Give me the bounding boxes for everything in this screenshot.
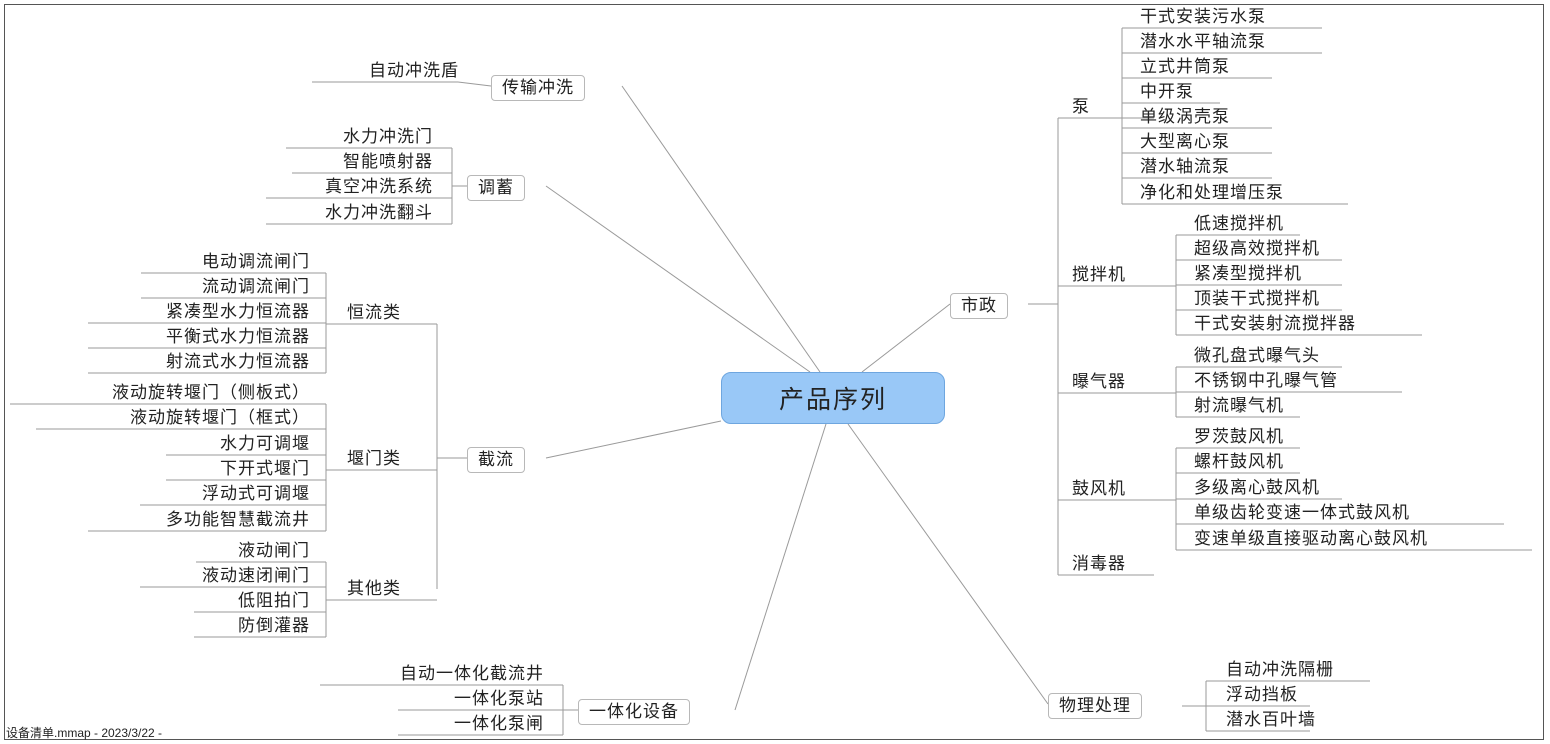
topic-municipal[interactable]: 市政 xyxy=(950,293,1008,319)
leaf-item[interactable]: 螺杆鼓风机 xyxy=(1194,452,1284,472)
leaf-item[interactable]: 净化和处理增压泵 xyxy=(1140,183,1284,203)
leaf-item[interactable]: 变速单级直接驱动离心鼓风机 xyxy=(1194,529,1428,549)
subtopic-aerator[interactable]: 曝气器 xyxy=(1072,372,1126,392)
leaf-item[interactable]: 潜水轴流泵 xyxy=(1140,157,1230,177)
leaf-item[interactable]: 单级齿轮变速一体式鼓风机 xyxy=(1194,503,1410,523)
topic-physical-treatment[interactable]: 物理处理 xyxy=(1048,693,1142,719)
leaf-item[interactable]: 自动冲洗隔栅 xyxy=(1226,660,1334,680)
leaf-item[interactable]: 立式井筒泵 xyxy=(1140,57,1230,77)
subtopic-disinfector[interactable]: 消毒器 xyxy=(1072,554,1126,574)
leaf-item[interactable]: 干式安装污水泵 xyxy=(1140,7,1266,27)
leaf-item[interactable]: 真空冲洗系统 xyxy=(325,177,433,197)
connector-line xyxy=(545,420,722,459)
connector-line xyxy=(734,423,827,711)
leaf-item[interactable]: 顶装干式搅拌机 xyxy=(1194,289,1320,309)
leaf-item[interactable]: 防倒灌器 xyxy=(238,616,310,636)
leaf-item[interactable]: 低阻拍门 xyxy=(238,591,310,611)
canvas-frame xyxy=(4,4,1544,740)
leaf-item[interactable]: 紧凑型搅拌机 xyxy=(1194,264,1302,284)
leaf-item[interactable]: 浮动挡板 xyxy=(1226,685,1298,705)
footer-file-info: 设备清单.mmap - 2023/3/22 - xyxy=(6,726,163,740)
leaf-item[interactable]: 潜水百叶墙 xyxy=(1226,710,1316,730)
leaf-item[interactable]: 射流式水力恒流器 xyxy=(166,352,310,372)
leaf-item[interactable]: 潜水水平轴流泵 xyxy=(1140,32,1266,52)
leaf-item[interactable]: 多功能智慧截流井 xyxy=(166,510,310,530)
leaf-item[interactable]: 多级离心鼓风机 xyxy=(1194,478,1320,498)
subtopic-weir-gate[interactable]: 堰门类 xyxy=(347,449,401,469)
leaf-item[interactable]: 液动速闭闸门 xyxy=(202,566,310,586)
leaf-item[interactable]: 液动旋转堰门（侧板式） xyxy=(112,383,310,403)
leaf-item[interactable]: 射流曝气机 xyxy=(1194,396,1284,416)
leaf-item[interactable]: 干式安装射流搅拌器 xyxy=(1194,314,1356,334)
connector-line xyxy=(847,423,1049,705)
leaf-item[interactable]: 液动闸门 xyxy=(238,541,310,561)
subtopic-blower[interactable]: 鼓风机 xyxy=(1072,479,1126,499)
leaf-item[interactable]: 自动冲洗盾 xyxy=(369,61,459,81)
root-node[interactable]: 产品序列 xyxy=(721,372,945,424)
leaf-item[interactable]: 水力可调堰 xyxy=(220,434,310,454)
subtopic-pump[interactable]: 泵 xyxy=(1072,97,1090,117)
leaf-item[interactable]: 液动旋转堰门（框式） xyxy=(130,408,310,428)
leaf-item[interactable]: 低速搅拌机 xyxy=(1194,214,1284,234)
leaf-item[interactable]: 电动调流闸门 xyxy=(202,252,310,272)
subtopic-mixer[interactable]: 搅拌机 xyxy=(1072,265,1126,285)
leaf-item[interactable]: 一体化泵站 xyxy=(454,689,544,709)
leaf-item[interactable]: 不锈钢中孔曝气管 xyxy=(1194,371,1338,391)
leaf-item[interactable]: 微孔盘式曝气头 xyxy=(1194,346,1320,366)
connector-line xyxy=(621,85,821,373)
subtopic-constant-flow[interactable]: 恒流类 xyxy=(347,303,401,323)
leaf-item[interactable]: 智能喷射器 xyxy=(343,152,433,172)
leaf-item[interactable]: 罗茨鼓风机 xyxy=(1194,427,1284,447)
connector-line xyxy=(457,81,492,87)
leaf-item[interactable]: 中开泵 xyxy=(1140,82,1194,102)
connector-line xyxy=(545,185,811,373)
topic-intercept[interactable]: 截流 xyxy=(467,447,525,473)
leaf-item[interactable]: 大型离心泵 xyxy=(1140,132,1230,152)
topic-integrated-equipment[interactable]: 一体化设备 xyxy=(578,699,690,725)
leaf-item[interactable]: 下开式堰门 xyxy=(220,459,310,479)
leaf-item[interactable]: 浮动式可调堰 xyxy=(202,484,310,504)
leaf-item[interactable]: 一体化泵闸 xyxy=(454,714,544,734)
leaf-item[interactable]: 平衡式水力恒流器 xyxy=(166,327,310,347)
topic-storage[interactable]: 调蓄 xyxy=(467,175,525,201)
leaf-item[interactable]: 超级高效搅拌机 xyxy=(1194,239,1320,259)
leaf-item[interactable]: 流动调流闸门 xyxy=(202,277,310,297)
connector-line xyxy=(861,303,951,373)
leaf-item[interactable]: 自动一体化截流井 xyxy=(400,664,544,684)
leaf-item[interactable]: 水力冲洗翻斗 xyxy=(325,203,433,223)
subtopic-other[interactable]: 其他类 xyxy=(347,579,401,599)
leaf-item[interactable]: 紧凑型水力恒流器 xyxy=(166,302,310,322)
leaf-item[interactable]: 水力冲洗门 xyxy=(343,127,433,147)
topic-transport-flush[interactable]: 传输冲洗 xyxy=(491,75,585,101)
leaf-item[interactable]: 单级涡壳泵 xyxy=(1140,107,1230,127)
